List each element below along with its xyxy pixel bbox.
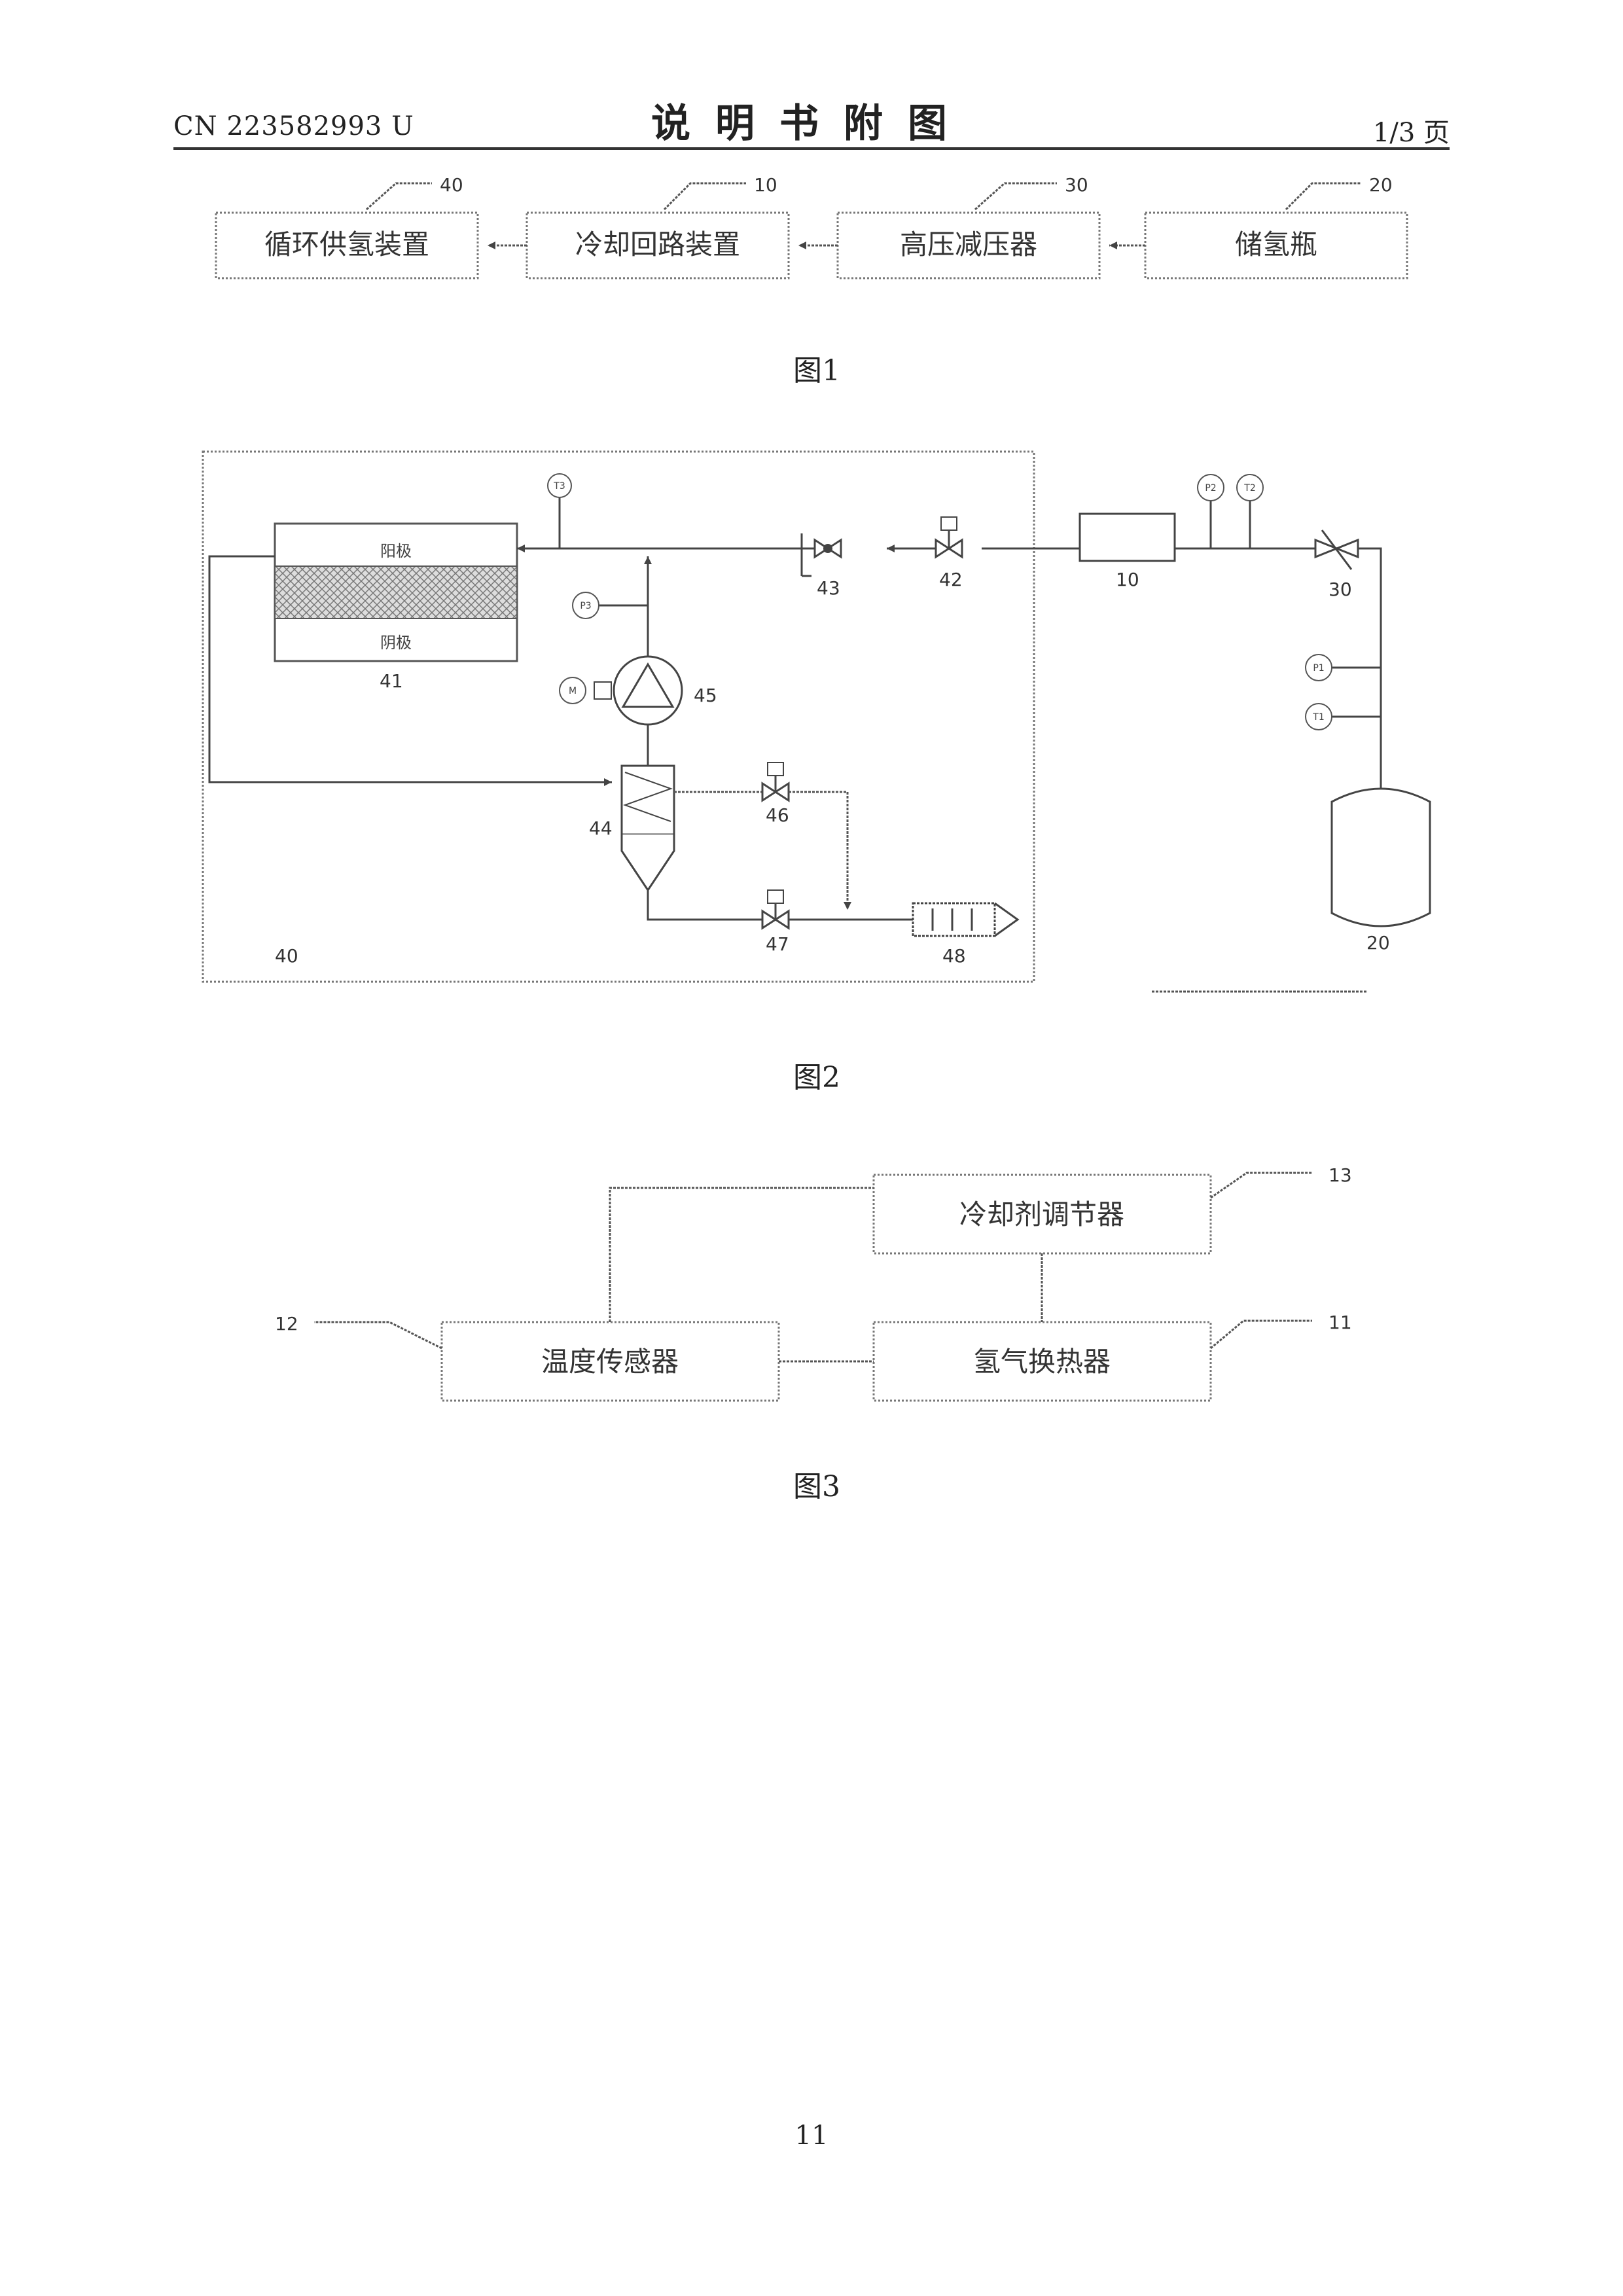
svg-text:M: M: [569, 686, 577, 696]
svg-text:T3: T3: [553, 481, 565, 492]
svg-text:13: 13: [1329, 1164, 1352, 1186]
block-label: 冷却回路装置: [575, 228, 740, 260]
cooling-module-10: [1080, 514, 1175, 561]
svg-text:温度传感器: 温度传感器: [541, 1346, 679, 1378]
figure-3-caption: 图3: [793, 1463, 840, 1505]
connector: [610, 1188, 874, 1322]
ref-number: 30: [1065, 174, 1088, 196]
page-number: 11: [0, 2121, 1623, 2151]
figure-1: 循环供氢装置 40 冷却回路装置 10 高压减压器 30 储氢瓶 20: [216, 174, 1407, 278]
svg-text:T1: T1: [1312, 712, 1324, 723]
figure-2: 40 阳极 阴极 41 T3 42 43: [203, 452, 1430, 992]
svg-text:P1: P1: [1313, 663, 1324, 673]
block-hydrogen-heat-exchanger: 氢气换热器 11: [874, 1312, 1352, 1401]
figure-2-caption: 图2: [793, 1054, 840, 1096]
block-hydrogen-tank: 储氢瓶 20: [1145, 174, 1407, 278]
svg-text:43: 43: [817, 577, 840, 599]
svg-text:47: 47: [766, 933, 789, 955]
block-cooling-loop: 冷却回路装置 10: [527, 174, 789, 278]
ref-number: 20: [1369, 174, 1393, 196]
hydrogen-tank-20: 20: [1332, 789, 1430, 954]
block-high-pressure-reducer: 高压减压器 30: [838, 174, 1099, 278]
block-label: 储氢瓶: [1235, 228, 1317, 260]
ref-number: 10: [754, 174, 777, 196]
block-hydrogen-recirculation: 循环供氢装置 40: [216, 174, 478, 278]
svg-text:氢气换热器: 氢气换热器: [973, 1346, 1111, 1378]
svg-text:30: 30: [1329, 579, 1352, 600]
anode-label: 阳极: [380, 542, 412, 560]
svg-text:20: 20: [1366, 932, 1390, 954]
svg-text:46: 46: [766, 804, 789, 826]
block-label: 高压减压器: [900, 228, 1037, 260]
svg-text:11: 11: [1329, 1312, 1352, 1333]
svg-text:P3: P3: [580, 601, 591, 611]
ref-system: 40: [275, 945, 298, 967]
block-temperature-sensor: 温度传感器 12: [275, 1313, 779, 1401]
cathode-label: 阴极: [380, 634, 412, 652]
svg-text:10: 10: [1116, 569, 1139, 590]
block-label: 循环供氢装置: [264, 228, 429, 260]
ref-stack: 41: [380, 670, 403, 692]
svg-text:42: 42: [939, 569, 963, 590]
svg-text:45: 45: [694, 685, 717, 706]
svg-text:T2: T2: [1243, 483, 1255, 493]
svg-text:48: 48: [942, 945, 966, 967]
svg-text:P2: P2: [1205, 483, 1216, 493]
figure-1-caption: 图1: [793, 347, 840, 389]
block-coolant-regulator: 冷却剂调节器 13: [874, 1164, 1352, 1253]
svg-text:44: 44: [589, 817, 613, 839]
figure-3: 冷却剂调节器 13 温度传感器 12 氢气换热器 11: [275, 1164, 1352, 1401]
svg-text:冷却剂调节器: 冷却剂调节器: [959, 1198, 1124, 1230]
svg-text:12: 12: [275, 1313, 298, 1335]
pressure-regulator-30: 30: [1315, 530, 1358, 600]
ref-number: 40: [440, 174, 463, 196]
